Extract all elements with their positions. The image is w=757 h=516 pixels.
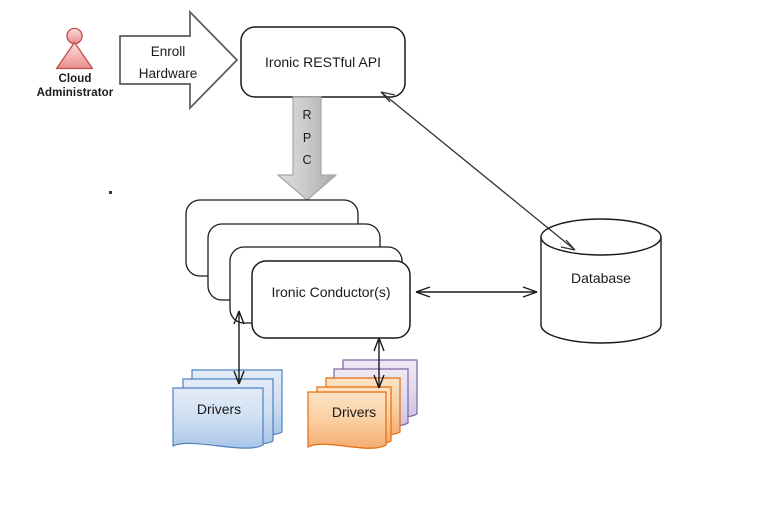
ironic-conductor-stack[interactable] [185, 199, 411, 339]
connector-conductor-to-drivers-blue [233, 310, 245, 385]
drivers-orange-stack[interactable] [307, 359, 418, 449]
connector-conductor-to-database [415, 286, 538, 298]
drivers-blue-doc-1 [172, 387, 264, 449]
ironic-restful-api-box[interactable] [240, 26, 406, 98]
connector-api-to-database [380, 91, 576, 251]
connector-conductor-to-drivers-orange [373, 337, 385, 389]
enroll-hardware-block-arrow [119, 9, 239, 111]
drivers-blue-stack[interactable] [172, 369, 283, 449]
rpc-block-arrow [277, 96, 337, 201]
stray-dot-artifact [109, 191, 112, 194]
conductor-card-front [251, 260, 411, 339]
actor-person-icon [55, 27, 94, 70]
drivers-orange-doc-1 [307, 391, 387, 449]
